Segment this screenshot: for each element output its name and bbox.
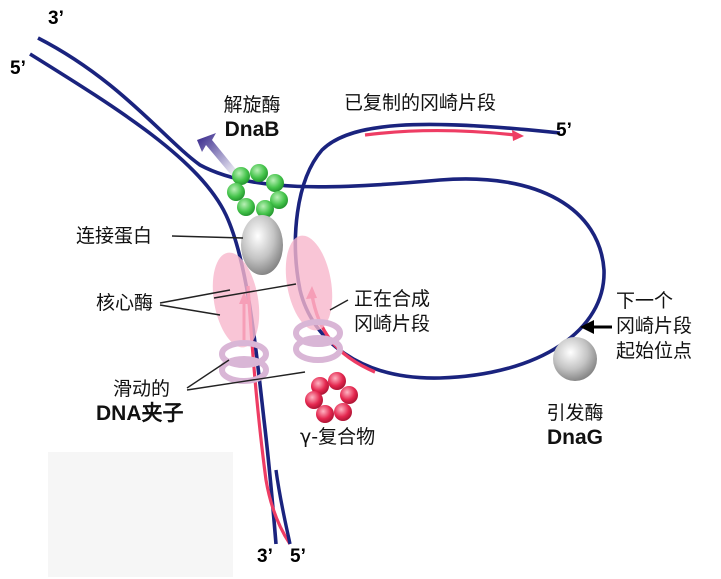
next-start-label-line3: 起始位点	[616, 340, 693, 362]
helicase-direction-arrow	[197, 133, 238, 176]
sliding-clamp-lagging	[293, 319, 343, 363]
synthesizing-label-line2: 冈崎片段	[354, 313, 431, 335]
end-label-5prime-top: 5’	[10, 58, 26, 79]
lagging-template-strand	[37, 36, 606, 380]
primase-dnag	[553, 337, 597, 381]
connector-protein-label: 连接蛋白	[76, 225, 153, 247]
leader-connector	[171, 235, 244, 239]
start-site-arrowhead	[580, 320, 594, 334]
helicase-dnab	[227, 164, 288, 218]
background-panel	[48, 452, 233, 577]
gamma-complex	[305, 372, 358, 423]
helicase-label-en: DnaB	[224, 118, 280, 141]
end-label-3prime-top: 3’	[48, 8, 64, 29]
leader-core-2	[159, 304, 221, 316]
next-start-label-line2: 冈崎片段	[616, 315, 693, 337]
end-label-3prime-bottom: 3’	[257, 546, 273, 567]
core-enzyme-leading	[212, 252, 260, 348]
helicase-label-cn: 解旋酶	[223, 94, 281, 116]
replicated-okazaki-label: 已复制的冈崎片段	[344, 92, 497, 114]
end-label-5prime-bottom: 5’	[290, 546, 306, 567]
end-label-5prime-lagging: 5’	[556, 120, 572, 141]
core-enzyme-label: 核心酶	[96, 292, 154, 314]
synthesizing-label-line1: 正在合成	[354, 288, 431, 310]
sliding-clamp-label-line1: 滑动的	[113, 378, 171, 400]
okazaki-arrowhead	[512, 130, 524, 141]
primase-label-en: DnaG	[546, 426, 603, 449]
core-enzyme-lagging	[285, 235, 333, 331]
leader-clamp-2	[186, 371, 306, 391]
next-start-label-line1: 下一个	[616, 290, 674, 312]
connector-protein	[241, 215, 283, 275]
sliding-clamp-leading	[219, 340, 269, 384]
leading-bottom-strand	[274, 469, 292, 545]
sliding-clamp-label-line2: DNA夹子	[96, 402, 184, 425]
leader-core-3	[213, 283, 297, 299]
leader-clamp-1	[186, 359, 230, 389]
primase-label-cn: 引发酶	[546, 402, 604, 424]
replicated-okazaki-fragment	[364, 128, 516, 137]
gamma-complex-label: γ-复合物	[300, 426, 376, 448]
leader-synth	[329, 299, 349, 311]
leader-core-1	[159, 289, 231, 304]
